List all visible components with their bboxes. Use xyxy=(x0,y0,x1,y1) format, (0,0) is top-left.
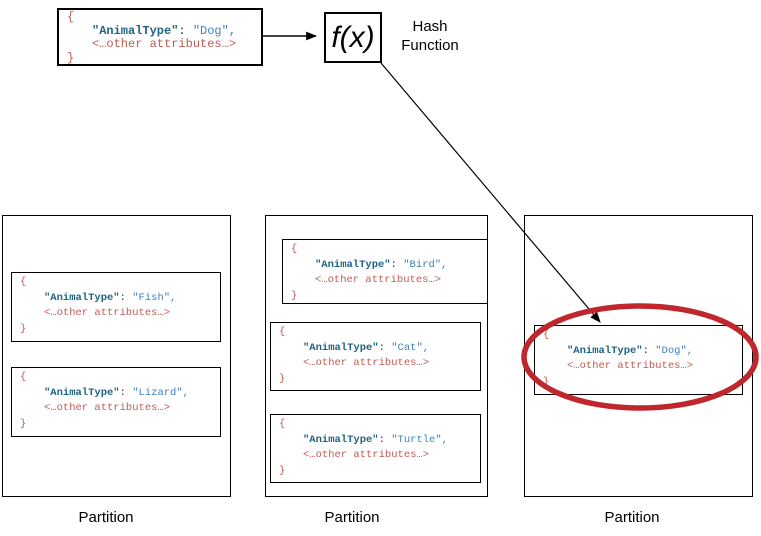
json-value: "Fish", xyxy=(132,291,177,304)
hash-function-node: f(x) xyxy=(324,12,382,63)
code-open-brace: { xyxy=(279,326,286,338)
json-value: "Bird", xyxy=(403,258,448,271)
json-colon: : xyxy=(119,291,133,304)
document-card-bird: { "AnimalType": "Bird", <…other attribut… xyxy=(282,239,488,304)
code-open-brace: { xyxy=(291,243,298,255)
document-card-lizard: { "AnimalType": "Lizard", <…other attrib… xyxy=(11,367,221,437)
json-colon: : xyxy=(390,258,404,271)
partition-label-2: Partition xyxy=(324,509,380,526)
document-card-turtle: { "AnimalType": "Turtle", <…other attrib… xyxy=(270,414,481,483)
hash-label-line2: Function xyxy=(401,37,459,54)
json-key: "AnimalType" xyxy=(44,291,120,304)
code-open-brace: { xyxy=(20,276,27,288)
code-close-brace: } xyxy=(543,375,550,388)
code-close-brace: } xyxy=(20,417,27,430)
partition-label-3: Partition xyxy=(604,509,660,526)
code-key-line: "AnimalType": "Dog", xyxy=(59,23,261,39)
code-close-brace: } xyxy=(279,464,286,477)
code-attributes-line: <…other attributes…> xyxy=(303,357,430,369)
code-key-line: "AnimalType": "Lizard", xyxy=(12,386,220,402)
json-value: "Cat", xyxy=(391,341,430,354)
json-key: "AnimalType" xyxy=(315,258,391,271)
document-card-fish: { "AnimalType": "Fish", <…other attribut… xyxy=(11,272,221,342)
code-close-brace: } xyxy=(291,289,298,302)
json-key: "AnimalType" xyxy=(303,433,379,446)
code-key-line: "AnimalType": "Dog", xyxy=(535,344,742,360)
hash-function-symbol: f(x) xyxy=(331,20,375,54)
json-key: "AnimalType" xyxy=(303,341,379,354)
json-colon: : xyxy=(378,433,392,446)
json-colon: : xyxy=(119,386,133,399)
hash-label-line1: Hash xyxy=(412,18,448,35)
code-open-brace: { xyxy=(67,10,75,24)
json-key: "AnimalType" xyxy=(567,344,643,357)
code-attributes-line: <…other attributes…> xyxy=(44,402,171,414)
partition-label-1: Partition xyxy=(78,509,134,526)
code-attributes-line: <…other attributes…> xyxy=(44,307,171,319)
json-value: "Dog", xyxy=(192,23,237,38)
code-open-brace: { xyxy=(20,371,27,383)
code-key-line: "AnimalType": "Fish", xyxy=(12,291,220,307)
code-key-line: "AnimalType": "Bird", xyxy=(283,258,487,274)
document-card-dog-routed: { "AnimalType": "Dog", <…other attribute… xyxy=(534,325,743,395)
json-value: "Dog", xyxy=(655,344,694,357)
code-key-line: "AnimalType": "Turtle", xyxy=(271,433,480,449)
json-colon: : xyxy=(642,344,656,357)
document-card-cat: { "AnimalType": "Cat", <…other attribute… xyxy=(270,322,481,391)
json-value: "Lizard", xyxy=(132,386,189,399)
code-key-line: "AnimalType": "Cat", xyxy=(271,341,480,357)
hash-function-label: Hash Function xyxy=(392,17,468,55)
json-colon: : xyxy=(378,341,392,354)
json-colon: : xyxy=(178,23,193,38)
code-close-brace: } xyxy=(279,372,286,385)
partition-box-3: { "AnimalType": "Dog", <…other attribute… xyxy=(524,215,753,497)
code-open-brace: { xyxy=(543,329,550,341)
source-document-card: { "AnimalType": "Dog", <…other attribute… xyxy=(57,8,263,66)
code-attributes-line: <…other attributes…> xyxy=(303,449,430,461)
code-close-brace: } xyxy=(67,50,75,65)
json-key: "AnimalType" xyxy=(44,386,120,399)
code-close-brace: } xyxy=(20,322,27,335)
code-attributes-line: <…other attributes…> xyxy=(315,274,442,286)
code-attributes-line: <…other attributes…> xyxy=(567,360,694,372)
code-open-brace: { xyxy=(279,418,286,430)
partition-box-2: { "AnimalType": "Bird", <…other attribut… xyxy=(265,215,488,497)
json-value: "Turtle", xyxy=(391,433,448,446)
json-key: "AnimalType" xyxy=(92,23,179,38)
partition-box-1: { "AnimalType": "Fish", <…other attribut… xyxy=(2,215,231,497)
code-attributes-line: <…other attributes…> xyxy=(92,37,237,51)
